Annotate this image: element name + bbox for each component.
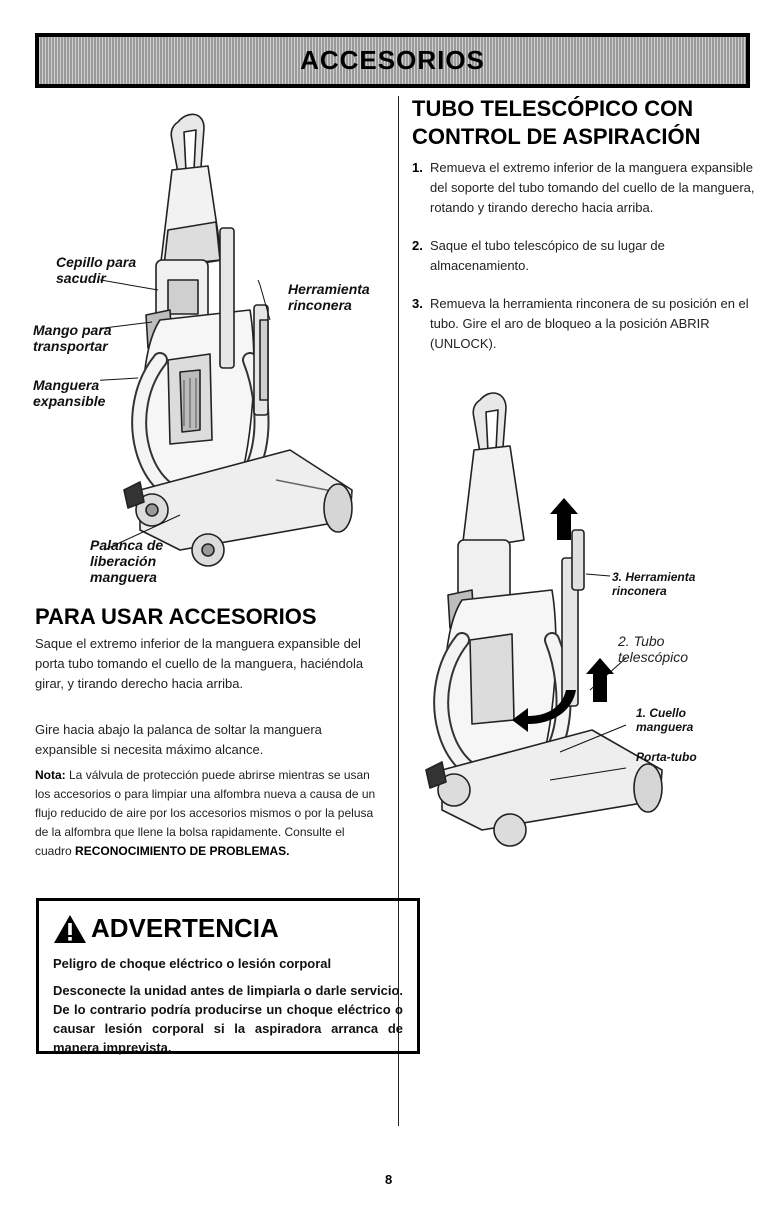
note-reference: RECONOCIMIENTO DE PROBLEMAS.	[75, 844, 290, 858]
label-hose: Manguera expansible	[33, 377, 106, 409]
label-telescopic-tube: 2. Tubo telescópico	[618, 633, 689, 665]
label-crevice-tool: Herramienta rinconera	[288, 281, 370, 313]
vacuum-illustration-left	[100, 113, 353, 567]
label-duster: Cepillo para sacudir	[56, 254, 137, 286]
left-note: Nota: La válvula de protección puede abr…	[35, 766, 381, 861]
label-hose-neck: 1. Cuello manguera	[636, 706, 694, 734]
page-number: 8	[385, 1172, 393, 1187]
left-heading: PARA USAR ACCESORIOS	[35, 604, 317, 629]
label-tube-holder: Porta-tubo	[636, 750, 697, 764]
warning-triangle-icon	[54, 914, 86, 943]
label-carry-handle: Mango para transportar	[33, 322, 112, 354]
up-arrow-icon	[550, 498, 578, 540]
up-arrow-icon	[586, 658, 614, 702]
warning-line-2: Desconecte la unidad antes de limpiarla …	[53, 983, 403, 1055]
warning-line-1: Peligro de choque eléctrico o lesión cor…	[53, 956, 332, 971]
warning-header: ADVERTENCIA	[53, 913, 403, 944]
note-text: La válvula de protección puede abrirse m…	[35, 768, 376, 858]
label-crevice-step: 3. Herramienta rinconera	[612, 570, 696, 598]
vacuum-illustration-right	[425, 392, 663, 847]
step-item: 1.Remueva el extremo inferior de la mang…	[412, 160, 755, 215]
right-heading: TUBO TELESCÓPICO CON CONTROL DE ASPIRACI…	[412, 96, 701, 149]
section-title: ACCESORIOS	[300, 45, 485, 75]
step-item: 2.Saque el tubo telescópico de su lugar …	[412, 238, 665, 273]
column-divider	[398, 96, 399, 1126]
steps-list: 1.Remueva el extremo inferior de la mang…	[412, 158, 757, 372]
warning-box: ADVERTENCIA Peligro de choque eléctrico …	[36, 898, 420, 1055]
left-paragraph-2: Gire hacia abajo la palanca de soltar la…	[35, 722, 322, 757]
rotate-arrow-icon	[512, 690, 576, 732]
section-banner: ACCESORIOS	[35, 33, 750, 88]
left-paragraph-1: Saque el extremo inferior de la manguera…	[35, 636, 364, 691]
label-hose-release: Palanca de liberación manguera	[90, 537, 164, 585]
note-label: Nota:	[35, 768, 66, 782]
step-item: 3.Remueva la herramienta rinconera de su…	[412, 296, 749, 351]
banner-texture: ACCESORIOS	[39, 37, 746, 84]
warning-title: ADVERTENCIA	[91, 913, 279, 943]
